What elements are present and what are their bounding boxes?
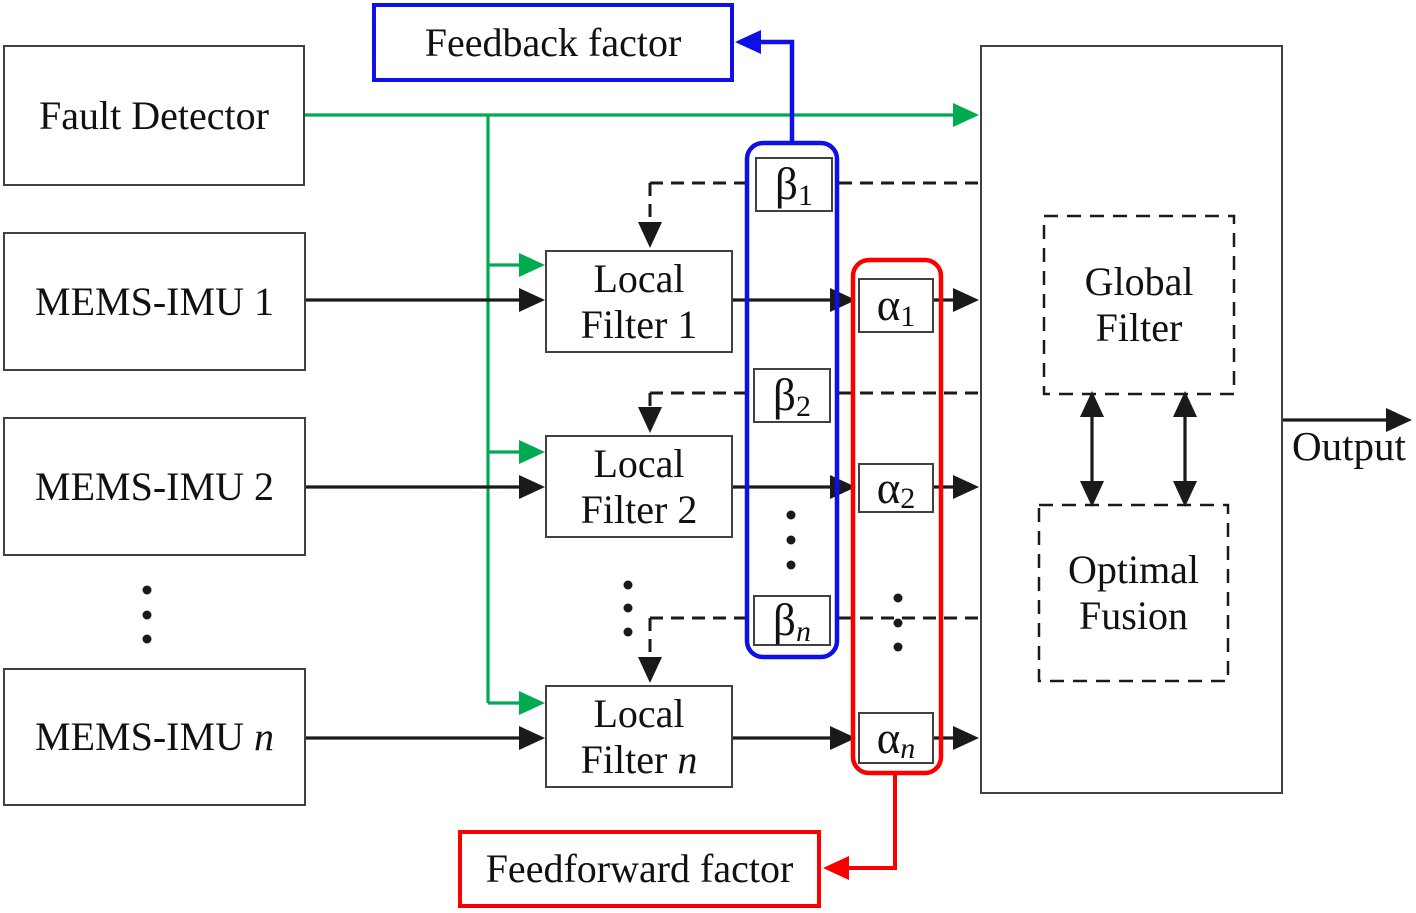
- feedforward-factor-label: Feedforward factor: [485, 846, 794, 891]
- alpha-group-outline: [850, 257, 944, 776]
- local-filter-n-line2: Filter n: [580, 736, 698, 782]
- feedback-factor-label: Feedback factor: [424, 19, 682, 65]
- local-filter-2-line2: Filter 2: [580, 486, 698, 532]
- global-filter-label: Global Filter: [1084, 259, 1194, 350]
- global-optimal-double-arrows: [1080, 391, 1197, 507]
- local-filter-2-line1: Local: [593, 440, 685, 486]
- beta-group-outline: [744, 140, 840, 660]
- local-filter-1-line1: Local: [593, 255, 685, 301]
- mems-imu-n-label: MEMS-IMU n: [35, 714, 274, 759]
- mems-imu-2-label: MEMS-IMU 2: [35, 463, 274, 509]
- feedforward-factor-box: Feedforward factor: [458, 830, 821, 908]
- mems-imu-n-box: MEMS-IMU n: [3, 668, 306, 806]
- local-filter-n-box: Local Filter n: [545, 685, 733, 788]
- local-filter-n-line1: Local: [593, 690, 685, 736]
- fault-detector-label: Fault Detector: [39, 92, 269, 138]
- optimal-fusion-box-outline: [1037, 503, 1230, 683]
- optimal-fusion-label: Optimal Fusion: [1067, 547, 1200, 638]
- fault-detector-wires: [303, 103, 979, 715]
- feedforward-factor-wire: [823, 773, 897, 880]
- mems-imu-1-box: MEMS-IMU 1: [3, 232, 306, 371]
- local-filter-1-line2: Filter 1: [580, 301, 698, 347]
- fault-detector-box: Fault Detector: [3, 45, 305, 186]
- feedback-factor-wire: [735, 30, 795, 143]
- fusion-container-box: [980, 45, 1283, 794]
- beta-feedback-wires: [638, 181, 978, 683]
- mems-imu-1-label: MEMS-IMU 1: [35, 278, 274, 324]
- output-wire: [1282, 408, 1412, 432]
- global-filter-box-outline: [1042, 214, 1236, 396]
- ellipsis-dots: [142, 510, 903, 652]
- mems-imu-2-box: MEMS-IMU 2: [3, 417, 306, 556]
- feedback-factor-box: Feedback factor: [372, 3, 734, 82]
- output-label: Output: [1292, 423, 1406, 469]
- local-filter-2-box: Local Filter 2: [545, 435, 733, 538]
- local-filter-1-box: Local Filter 1: [545, 250, 733, 353]
